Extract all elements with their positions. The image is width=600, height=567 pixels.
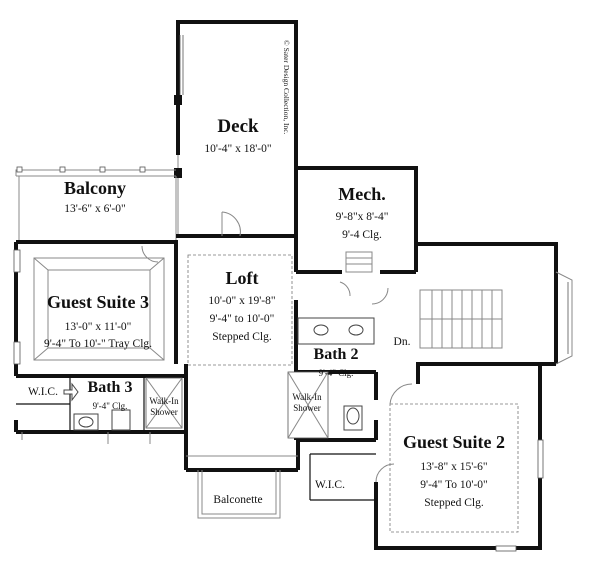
loft-size: 10'-0" x 19'-8" xyxy=(208,295,275,307)
balcony-size: 13'-6" x 6'-0" xyxy=(64,203,125,215)
deck-name: Deck xyxy=(217,116,259,137)
interior-details xyxy=(13,211,573,552)
bath-3-ceiling: 9'-4" Clg. xyxy=(93,401,128,411)
bath-2-name: Bath 2 xyxy=(314,346,359,363)
guest-suite-2-ceiling: 9'-4" To 10'-0" xyxy=(420,479,487,491)
mech-name: Mech. xyxy=(338,184,385,204)
shower-right-label-2: Shower xyxy=(293,403,321,413)
mech-size: 9'-8"x 8'-4" xyxy=(336,211,389,223)
loft-name: Loft xyxy=(226,268,259,288)
guest-suite-2-name: Guest Suite 2 xyxy=(403,432,505,452)
guest-suite-3-ceiling: 9'-4" To 10'-" Tray Clg. xyxy=(44,338,152,350)
loft-ceiling: 9'-4" to 10'-0" xyxy=(210,313,275,325)
guest-suite-2-ceiling-note: Stepped Clg. xyxy=(424,497,484,509)
balconette-label: Balconette xyxy=(213,494,262,506)
loft-ceiling-note: Stepped Clg. xyxy=(212,331,272,343)
bath-3-name: Bath 3 xyxy=(88,379,133,396)
balcony-area xyxy=(15,166,177,240)
bath-2-ceiling: 9'-4" Clg. xyxy=(319,368,354,378)
guest-suite-3-size: 13'-0" x 11'-0" xyxy=(65,321,132,333)
stairs-down-label: Dn. xyxy=(394,336,411,348)
shower-left-label-1: Walk-In xyxy=(149,396,179,406)
guest-suite-2-size: 13'-8" x 15'-6" xyxy=(420,461,487,473)
wic-left-label: W.I.C. xyxy=(28,386,58,398)
exterior-walls xyxy=(14,166,558,550)
deck-size: 10'-4" x 18'-0" xyxy=(204,143,271,155)
copyright-notice: © Sater Design Collection, Inc. xyxy=(282,40,291,135)
labels: © Sater Design Collection, Inc. Deck 10'… xyxy=(28,40,505,509)
wic-right-label: W.I.C. xyxy=(315,479,345,491)
guest-suite-3-name: Guest Suite 3 xyxy=(47,292,149,312)
balcony-name: Balcony xyxy=(64,178,126,198)
shower-left-label-2: Shower xyxy=(150,407,178,417)
mech-ceiling: 9'-4 Clg. xyxy=(342,229,382,241)
shower-right-label-1: Walk-In xyxy=(292,392,322,402)
